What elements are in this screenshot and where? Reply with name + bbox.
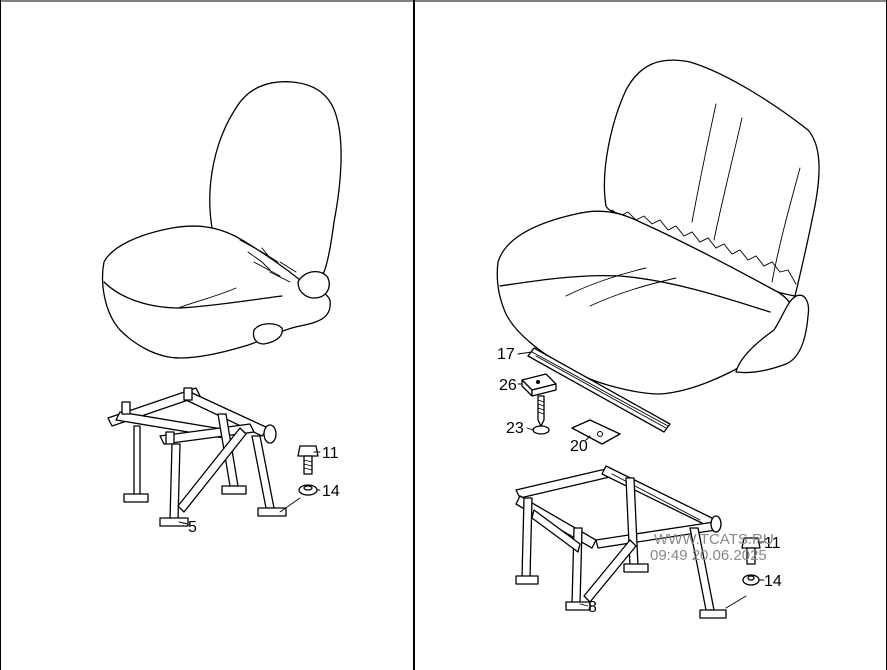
callout-washer-right: 14 bbox=[764, 573, 782, 590]
callout-clamp: 26 bbox=[499, 377, 517, 394]
callout-bolt-left: 11 bbox=[322, 445, 339, 462]
callout-washer-left: 14 bbox=[322, 483, 340, 500]
callout-frame-right: 8 bbox=[588, 599, 597, 616]
left-panel: 5 11 14 bbox=[101, 81, 342, 536]
left-washer-illustration bbox=[298, 484, 318, 496]
callout-plate: 20 bbox=[570, 438, 588, 455]
callout-rail: 17 bbox=[497, 346, 515, 363]
bench-seat-illustration bbox=[496, 59, 820, 395]
single-seat-illustration bbox=[101, 81, 342, 359]
right-seat-frame-illustration bbox=[515, 465, 727, 619]
watermark-url: WWW.TCATS.RU bbox=[654, 531, 774, 548]
callout-screw: 23 bbox=[506, 420, 524, 437]
left-bolt-illustration bbox=[297, 445, 319, 475]
rail-illustration bbox=[527, 347, 671, 433]
right-bolt-illustration bbox=[741, 537, 761, 565]
right-washer-illustration bbox=[742, 574, 760, 586]
left-seat-frame-illustration bbox=[107, 387, 287, 527]
callout-bolt-right: 11 bbox=[764, 535, 781, 552]
left-leader-lines bbox=[178, 451, 321, 525]
watermark-timestamp: 09:49 20.06.2025 bbox=[650, 547, 767, 564]
right-panel: 17 26 23 20 8 11 14 WWW.TCATS.RU 09:49 2… bbox=[496, 59, 820, 619]
screw-illustration bbox=[532, 395, 550, 435]
clamp-illustration bbox=[521, 373, 557, 397]
plate-illustration bbox=[571, 419, 621, 445]
callout-frame-left: 5 bbox=[188, 519, 197, 536]
right-leader-lines bbox=[517, 351, 765, 609]
